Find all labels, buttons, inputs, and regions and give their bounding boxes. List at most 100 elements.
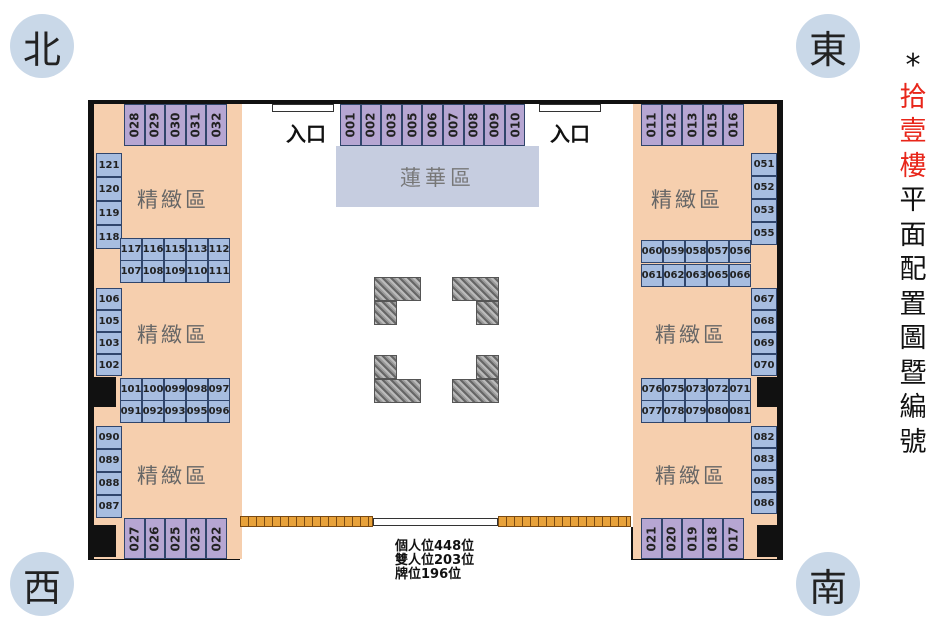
niche-slot-091[interactable]: 091 <box>120 400 142 423</box>
niche-slot-011[interactable]: 011 <box>641 104 662 146</box>
niche-slot-032[interactable]: 032 <box>206 104 227 146</box>
niche-slot-109[interactable]: 109 <box>164 260 186 283</box>
niche-slot-066[interactable]: 066 <box>729 264 751 287</box>
niche-slot-097[interactable]: 097 <box>208 378 230 401</box>
niche-slot-021[interactable]: 021 <box>641 518 662 559</box>
niche-slot-098[interactable]: 098 <box>186 378 208 401</box>
niche-slot-013[interactable]: 013 <box>682 104 703 146</box>
niche-slot-028[interactable]: 028 <box>124 104 145 146</box>
niche-slot-102[interactable]: 102 <box>96 354 122 376</box>
niche-slot-061[interactable]: 061 <box>641 264 663 287</box>
niche-slot-105[interactable]: 105 <box>96 310 122 332</box>
niche-slot-002[interactable]: 002 <box>360 104 382 146</box>
title-char: 編 <box>899 392 927 424</box>
niche-slot-092[interactable]: 092 <box>142 400 164 423</box>
niche-slot-111[interactable]: 111 <box>208 260 230 283</box>
niche-slot-001[interactable]: 001 <box>340 104 361 146</box>
niche-slot-101[interactable]: 101 <box>120 378 142 401</box>
niche-slot-117[interactable]: 117 <box>120 238 142 261</box>
niche-slot-095[interactable]: 095 <box>186 400 208 423</box>
niche-slot-007[interactable]: 007 <box>443 104 464 146</box>
niche-slot-086[interactable]: 086 <box>751 492 777 514</box>
niche-slot-006[interactable]: 006 <box>422 104 443 146</box>
niche-slot-106[interactable]: 106 <box>96 288 122 310</box>
niche-slot-113[interactable]: 113 <box>186 238 208 261</box>
niche-slot-107[interactable]: 107 <box>120 260 142 283</box>
niche-slot-072[interactable]: 072 <box>707 378 729 401</box>
niche-slot-059[interactable]: 059 <box>663 240 685 263</box>
niche-slot-053[interactable]: 053 <box>751 199 777 222</box>
niche-slot-030[interactable]: 030 <box>165 104 186 146</box>
niche-slot-017[interactable]: 017 <box>723 518 744 559</box>
niche-slot-020[interactable]: 020 <box>661 518 682 559</box>
niche-slot-010[interactable]: 010 <box>504 104 526 146</box>
niche-slot-075[interactable]: 075 <box>663 378 685 401</box>
niche-slot-019[interactable]: 019 <box>682 518 703 559</box>
niche-slot-070[interactable]: 070 <box>751 354 777 376</box>
niche-slot-029[interactable]: 029 <box>144 104 165 146</box>
niche-slot-076[interactable]: 076 <box>641 378 663 401</box>
niche-slot-119[interactable]: 119 <box>96 201 122 225</box>
niche-slot-068[interactable]: 068 <box>751 310 777 332</box>
niche-slot-025[interactable]: 025 <box>165 518 186 559</box>
niche-slot-018[interactable]: 018 <box>702 518 723 559</box>
capacity-individual: 個人位448位 <box>395 539 475 554</box>
niche-slot-009[interactable]: 009 <box>484 104 505 146</box>
niche-slot-100[interactable]: 100 <box>142 378 164 401</box>
niche-slot-065[interactable]: 065 <box>707 264 729 287</box>
niche-slot-051[interactable]: 051 <box>751 153 777 176</box>
niche-slot-026[interactable]: 026 <box>144 518 165 559</box>
niche-slot-077[interactable]: 077 <box>641 400 663 423</box>
niche-slot-081[interactable]: 081 <box>729 400 751 423</box>
niche-slot-115[interactable]: 115 <box>164 238 186 261</box>
niche-slot-008[interactable]: 008 <box>463 104 485 146</box>
niche-slot-082[interactable]: 082 <box>751 426 777 448</box>
niche-slot-058[interactable]: 058 <box>685 240 707 263</box>
niche-slot-023[interactable]: 023 <box>185 518 206 559</box>
niche-slot-015[interactable]: 015 <box>702 104 723 146</box>
niche-slot-108[interactable]: 108 <box>142 260 164 283</box>
wall-block <box>90 525 116 557</box>
niche-slot-060[interactable]: 060 <box>641 240 663 263</box>
niche-slot-071[interactable]: 071 <box>729 378 751 401</box>
niche-slot-083[interactable]: 083 <box>751 448 777 470</box>
niche-slot-022[interactable]: 022 <box>206 518 227 559</box>
pillar <box>476 301 499 325</box>
capacity-double: 雙人位203位 <box>395 553 475 568</box>
niche-slot-089[interactable]: 089 <box>96 449 122 472</box>
niche-slot-027[interactable]: 027 <box>124 518 145 559</box>
niche-slot-069[interactable]: 069 <box>751 332 777 354</box>
niche-slot-121[interactable]: 121 <box>96 153 122 177</box>
niche-slot-118[interactable]: 118 <box>96 225 122 249</box>
niche-slot-096[interactable]: 096 <box>208 400 230 423</box>
niche-slot-057[interactable]: 057 <box>707 240 729 263</box>
entrance-label-right: 入口 <box>550 122 590 146</box>
niche-slot-112[interactable]: 112 <box>208 238 230 261</box>
niche-slot-085[interactable]: 085 <box>751 470 777 492</box>
niche-slot-031[interactable]: 031 <box>185 104 206 146</box>
niche-slot-055[interactable]: 055 <box>751 222 777 245</box>
niche-slot-079[interactable]: 079 <box>685 400 707 423</box>
niche-slot-063[interactable]: 063 <box>685 264 707 287</box>
niche-slot-003[interactable]: 003 <box>381 104 402 146</box>
niche-slot-099[interactable]: 099 <box>164 378 186 401</box>
niche-slot-067[interactable]: 067 <box>751 288 777 310</box>
niche-slot-012[interactable]: 012 <box>661 104 682 146</box>
niche-slot-110[interactable]: 110 <box>186 260 208 283</box>
niche-slot-120[interactable]: 120 <box>96 177 122 201</box>
niche-slot-116[interactable]: 116 <box>142 238 164 261</box>
pillar <box>476 355 499 379</box>
niche-slot-103[interactable]: 103 <box>96 332 122 354</box>
niche-slot-093[interactable]: 093 <box>164 400 186 423</box>
niche-slot-062[interactable]: 062 <box>663 264 685 287</box>
niche-slot-016[interactable]: 016 <box>723 104 744 146</box>
niche-slot-080[interactable]: 080 <box>707 400 729 423</box>
niche-slot-073[interactable]: 073 <box>685 378 707 401</box>
niche-slot-078[interactable]: 078 <box>663 400 685 423</box>
niche-slot-056[interactable]: 056 <box>729 240 751 263</box>
niche-slot-005[interactable]: 005 <box>401 104 423 146</box>
niche-slot-087[interactable]: 087 <box>96 495 122 518</box>
niche-slot-052[interactable]: 052 <box>751 176 777 199</box>
niche-slot-088[interactable]: 088 <box>96 472 122 495</box>
niche-slot-090[interactable]: 090 <box>96 426 122 449</box>
